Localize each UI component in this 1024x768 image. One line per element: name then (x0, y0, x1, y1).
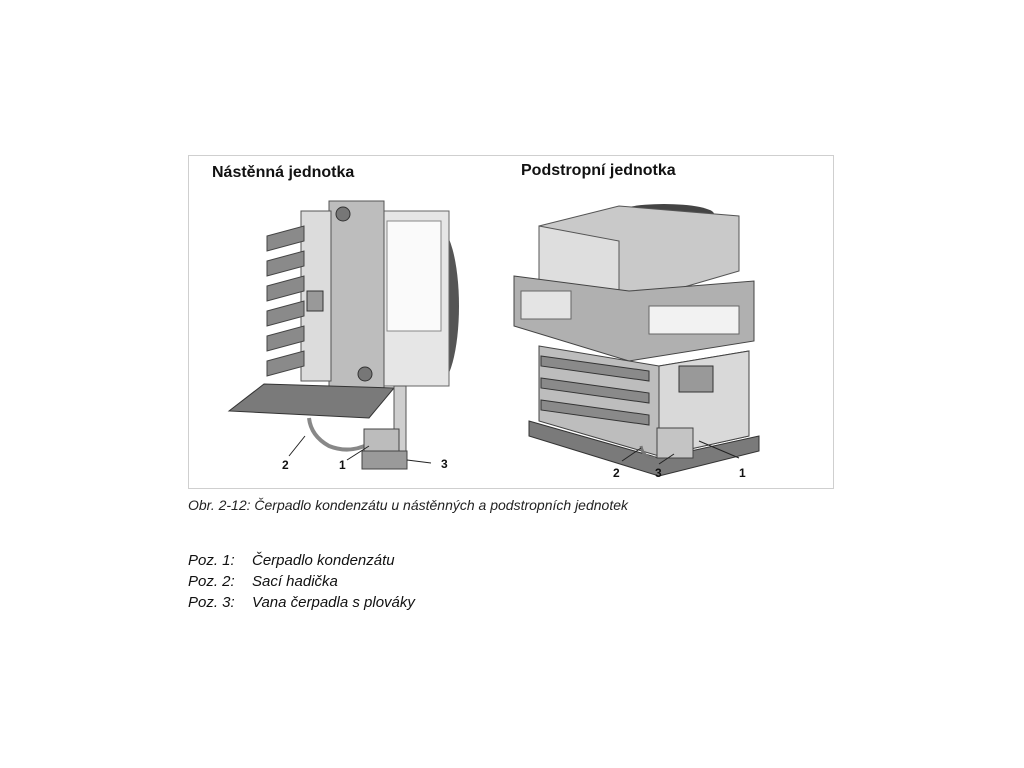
louver-5 (266, 325, 305, 352)
wall-callout-2: 2 (282, 458, 289, 472)
figure-caption: Obr. 2-12: Čerpadlo kondenzátu u nástěnn… (188, 497, 628, 513)
pump-float-tray (361, 450, 408, 470)
coil-panel-right (648, 305, 740, 335)
louver-4 (266, 300, 305, 327)
legend-label: Vana čerpadla s plováky (252, 594, 415, 611)
drip-tray (227, 383, 396, 419)
ceiling-control-box (678, 365, 714, 393)
ceiling-callout-2: 2 (613, 466, 620, 480)
fitting-top (335, 206, 351, 222)
louver-frame (300, 210, 332, 382)
leader-line-1 (346, 445, 370, 461)
legend-position: Poz. 2: (188, 573, 235, 590)
wall-callout-3: 3 (441, 457, 448, 471)
position-legend: Poz. 1: Čerpadlo kondenzátu Poz. 2: Sací… (188, 550, 415, 613)
legend-item: Poz. 3: Vana čerpadla s plováky (188, 592, 415, 613)
legend-position: Poz. 1: (188, 552, 235, 569)
ceiling-unit-illustration (513, 204, 760, 476)
cabinet-door (386, 220, 442, 332)
suction-hose (307, 417, 370, 452)
ceiling-leader-1 (698, 440, 740, 459)
ceiling-suction-hose (639, 445, 656, 460)
ceiling-louver-2 (540, 377, 650, 404)
coil-panel-left (520, 290, 572, 320)
ceiling-callout-3: 3 (655, 466, 662, 480)
legend-item: Poz. 2: Sací hadička (188, 571, 415, 592)
wall-unit-heading: Nástěnná jednotka (212, 164, 355, 181)
leader-line-3 (406, 459, 432, 464)
louver-1 (266, 225, 305, 252)
unit-body (328, 200, 385, 392)
control-box (306, 290, 324, 312)
figure-frame: Nástěnná jednotka Podstropní jednotka (188, 155, 834, 489)
wall-unit-illustration (227, 200, 459, 470)
legend-position: Poz. 3: (188, 594, 235, 611)
fitting-bottom (357, 366, 373, 382)
louver-6 (266, 350, 305, 377)
legend-item: Poz. 1: Čerpadlo kondenzátu (188, 550, 415, 571)
louver-3 (266, 275, 305, 302)
condensate-pump (363, 428, 400, 452)
leader-line-2 (288, 435, 306, 457)
legend-label: Čerpadlo kondenzátu (252, 552, 395, 569)
ceiling-condensate-pump (656, 427, 694, 459)
wall-callout-1: 1 (339, 458, 346, 472)
ceiling-unit-heading: Podstropní jednotka (521, 162, 676, 179)
ceiling-leader-2 (621, 447, 642, 462)
ceiling-louver-1 (540, 355, 650, 382)
ceiling-leader-3 (658, 453, 675, 465)
ceiling-louver-3 (540, 399, 650, 426)
louver-2 (266, 250, 305, 277)
ceiling-callout-1: 1 (739, 466, 746, 480)
legend-label: Sací hadička (252, 573, 338, 590)
coil-section (513, 275, 755, 362)
